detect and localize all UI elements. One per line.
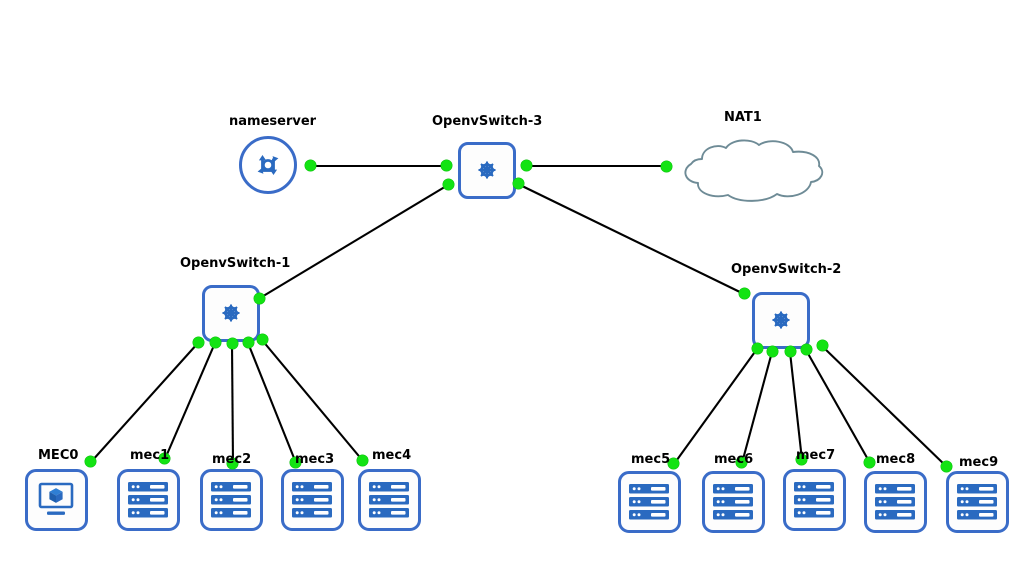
host-body — [199, 469, 263, 531]
port-p-ovs1-b4[interactable] — [242, 336, 254, 348]
node-label-openvswitch3: OpenvSwitch-3 — [432, 114, 543, 129]
port-p-ovs1-ne[interactable] — [253, 292, 265, 304]
node-label-mec2: mec2 — [212, 452, 252, 467]
port-p-ns-e[interactable] — [304, 159, 316, 171]
node-label-mec4: mec4 — [372, 448, 412, 463]
link-openvswitch1-to-mec3[interactable] — [247, 342, 297, 464]
switch-icon — [461, 145, 513, 196]
link-openvswitch3-to-openvswitch1[interactable] — [259, 184, 449, 299]
port-p-ovs3-w[interactable] — [440, 159, 452, 171]
link-openvswitch2-to-mec9[interactable] — [821, 345, 948, 468]
port-p-mec2[interactable] — [226, 457, 238, 469]
port-p-ovs1-b3[interactable] — [226, 337, 238, 349]
host-body — [116, 469, 180, 531]
node-label-openvswitch2: OpenvSwitch-2 — [731, 262, 842, 277]
link-openvswitch2-to-mec7[interactable] — [788, 351, 804, 461]
port-p-ovs2-b1[interactable] — [751, 342, 763, 354]
link-openvswitch2-to-mec6[interactable] — [740, 351, 774, 464]
server-icon — [867, 474, 924, 530]
host-body — [280, 469, 344, 531]
link-openvswitch2-to-mec8[interactable] — [805, 349, 871, 464]
host-body — [24, 469, 88, 531]
port-p-ovs3-sw[interactable] — [442, 178, 454, 190]
port-p-ovs3-e[interactable] — [520, 159, 532, 171]
cloud-icon — [669, 137, 827, 203]
port-p-ovs2-b4[interactable] — [800, 343, 812, 355]
port-p-ovs2-b3[interactable] — [784, 345, 796, 357]
switch-body — [752, 291, 810, 349]
link-openvswitch1-to-mec4[interactable] — [261, 339, 364, 462]
port-p-mec9[interactable] — [940, 460, 952, 472]
server-icon — [203, 472, 260, 528]
node-label-mec3: mec3 — [295, 452, 335, 467]
router-body — [239, 136, 297, 194]
port-p-mec0[interactable] — [84, 455, 96, 467]
switch-icon — [205, 288, 257, 339]
server-icon — [284, 472, 341, 528]
port-p-ovs3-se[interactable] — [512, 177, 524, 189]
port-p-mec8[interactable] — [863, 456, 875, 468]
port-p-mec3[interactable] — [289, 456, 301, 468]
switch-body — [458, 141, 516, 199]
host-body — [701, 471, 765, 533]
node-label-mec5: mec5 — [631, 452, 671, 467]
node-label-openvswitch1: OpenvSwitch-1 — [180, 256, 291, 271]
link-openvswitch1-to-MEC0[interactable] — [90, 342, 199, 463]
node-label-mec1: mec1 — [130, 448, 170, 463]
server-icon — [361, 472, 418, 528]
host-body — [357, 469, 421, 531]
server-icon — [120, 472, 177, 528]
host-body — [617, 471, 681, 533]
server-icon — [949, 474, 1006, 530]
server-icon — [705, 474, 762, 530]
node-label-MEC0: MEC0 — [38, 448, 79, 463]
link-openvswitch2-to-mec5[interactable] — [673, 348, 758, 465]
router-icon — [248, 145, 288, 185]
node-label-mec6: mec6 — [714, 452, 754, 467]
port-p-ovs1-b1[interactable] — [192, 336, 204, 348]
server-icon — [621, 474, 678, 530]
node-label-mec7: mec7 — [796, 448, 836, 463]
port-p-ovs2-b2[interactable] — [766, 345, 778, 357]
port-p-mec5[interactable] — [667, 457, 679, 469]
link-openvswitch1-to-mec1[interactable] — [164, 342, 216, 460]
port-p-ovs2-nw[interactable] — [738, 287, 750, 299]
server-icon — [786, 472, 843, 528]
port-p-ovs1-b5[interactable] — [256, 333, 268, 345]
switch-icon — [755, 295, 807, 346]
port-p-nat1-w[interactable] — [660, 160, 672, 172]
port-p-mec1[interactable] — [158, 452, 170, 464]
node-label-nat1: NAT1 — [724, 110, 762, 125]
link-openvswitch1-to-mec2[interactable] — [230, 343, 235, 465]
node-label-mec8: mec8 — [876, 452, 916, 467]
node-label-nameserver: nameserver — [229, 114, 317, 129]
port-p-mec4[interactable] — [356, 454, 368, 466]
port-p-ovs1-b2[interactable] — [209, 336, 221, 348]
host-body — [863, 471, 927, 533]
port-p-ovs2-b5[interactable] — [816, 339, 828, 351]
node-label-mec9: mec9 — [959, 455, 999, 470]
port-p-mec6[interactable] — [735, 456, 747, 468]
switch-body — [202, 284, 260, 342]
host-body — [782, 469, 846, 531]
host-body — [945, 471, 1009, 533]
workstation-icon — [28, 472, 85, 528]
node-nat1[interactable] — [669, 137, 827, 203]
port-p-mec7[interactable] — [795, 453, 807, 465]
